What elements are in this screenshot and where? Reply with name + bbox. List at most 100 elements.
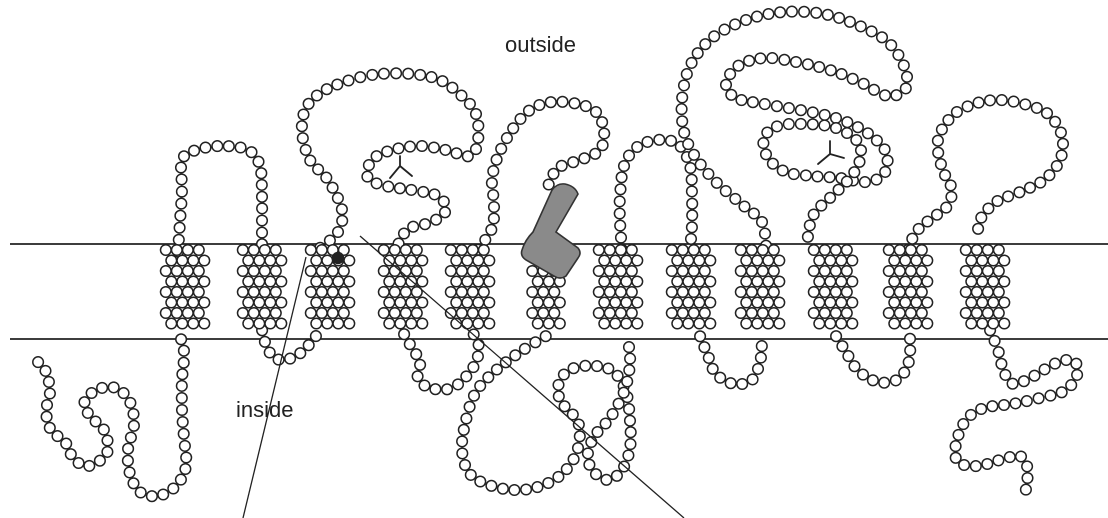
loop-10-residue [833,184,844,195]
helix-7-residue [594,287,605,298]
helix-8-residue [694,297,705,308]
loop-7-residue [492,364,503,375]
loop-13-residue [1029,370,1040,381]
helix-11-residue [911,297,922,308]
loop-7-residue [553,380,564,391]
helix-5-residue [484,255,495,266]
helix-10-residue [847,276,858,287]
helix-12-residue [983,287,994,298]
loop-7-residue [623,450,634,461]
loop-6-residue [496,144,507,155]
helix-1-residue [161,308,172,319]
helix-7-residue [632,255,643,266]
helix-9-residue [769,266,780,277]
helix-7-residue [599,318,610,329]
loop-10-residue [899,60,910,71]
helix-3-residue [322,255,333,266]
helix-12-residue [966,276,977,287]
helix-4-residue [406,297,417,308]
loop-1-residue [176,334,187,345]
loop-8-residue [615,184,626,195]
helix-9-residue [736,245,747,256]
loop-5-residue [419,380,430,391]
helix-1-residue [199,276,210,287]
helix-10-residue [836,297,847,308]
loop-13-residue [987,401,998,412]
helix-3-residue [328,266,339,277]
loop-1-residue [95,455,106,466]
helix-12-residue [999,318,1010,329]
helix-10-residue [847,255,858,266]
loop-10-residue [880,167,891,178]
loop-7-residue [568,454,579,465]
helix-8-residue [667,308,678,319]
loop-13-residue [1005,452,1016,463]
helix-11-residue [906,266,917,277]
loop-10-residue [709,31,720,42]
loop-10-residue [879,144,890,155]
loop-4-residue [371,178,382,189]
loop-2-residue [176,162,187,173]
marked-residue [333,253,344,264]
loop-11-residue [849,361,860,372]
loop-10-residue [760,99,771,110]
loop-1-residue [123,455,134,466]
loop-12-residue [1044,170,1055,181]
helix-11-residue [922,297,933,308]
helix-4-residue [412,245,423,256]
helix-6-residue [549,308,560,319]
loop-5-residue [412,371,423,382]
helix-2-residue [254,318,265,329]
loop-7-residue [625,353,636,364]
helix-8-residue [678,308,689,319]
inside-label: inside [236,397,293,422]
helix-10-residue [836,276,847,287]
helix-10-residue [820,266,831,277]
helix-4-residue [406,255,417,266]
helix-12-residue [983,308,994,319]
loop-1-residue [108,382,119,393]
loop-8-residue [642,137,653,148]
loop-8-residue [686,174,697,185]
loop-10-residue [768,158,779,169]
helix-2-residue [249,308,260,319]
loop-4-residue [364,160,375,171]
loop-10-residue [712,178,723,189]
helix-10-residue [831,245,842,256]
helix-12-residue [994,308,1005,319]
loop-2-residue [253,156,264,167]
loop-10-residue [836,69,847,80]
loop-5-residue [430,384,441,395]
helix-2-residue [276,297,287,308]
helix-2-residue [271,308,282,319]
loop-6-residue [487,178,498,189]
loop-7-residue [618,387,629,398]
loop-8-residue [687,198,698,209]
loop-7-residue [510,350,521,361]
loop-10-residue [789,169,800,180]
loop-10-residue [755,53,766,64]
helix-3-residue [317,308,328,319]
loop-5-residue [473,351,484,362]
helix-12-residue [972,245,983,256]
loop-1-residue [129,421,140,432]
helix-6-residue [533,318,544,329]
loop-1-residue [126,432,137,443]
loop-7-residue [624,342,635,353]
loop-10-residue [831,123,842,134]
helix-12-residue [977,297,988,308]
helix-10-residue [809,245,820,256]
helix-11-residue [911,255,922,266]
loop-10-residue [758,138,769,149]
loop-4-residue [337,216,348,227]
loop-4-residue [463,151,474,162]
loop-10-residue [686,58,697,69]
loop-12-residue [945,180,956,191]
helix-7-residue [627,308,638,319]
helix-7-residue [599,297,610,308]
helix-3-residue [333,297,344,308]
helix-3-residue [344,297,355,308]
loop-10-residue [814,62,825,73]
helix-6-residue [544,276,555,287]
loop-6-residue [581,101,592,112]
